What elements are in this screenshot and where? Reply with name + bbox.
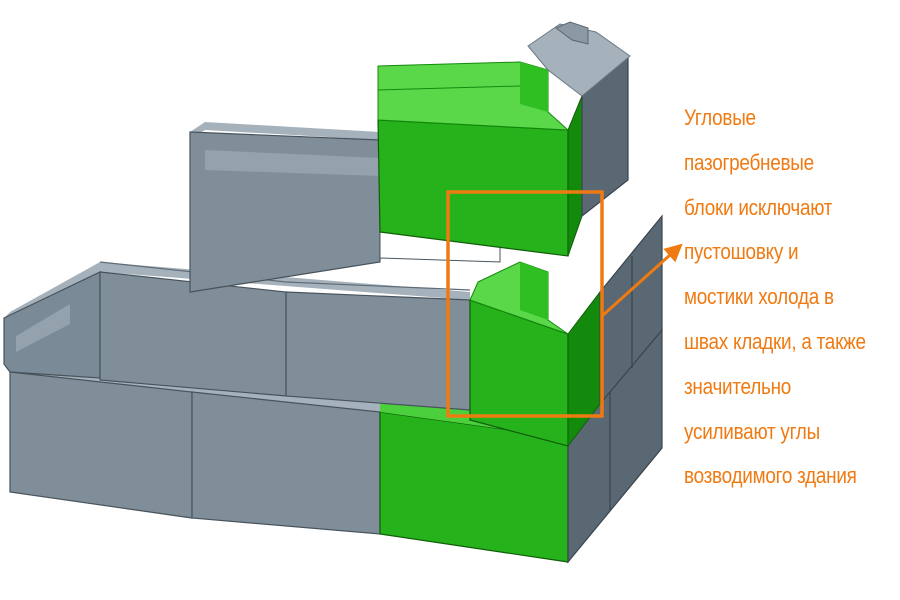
caption-line-5: мостики холода в — [684, 284, 834, 310]
caption-line-7: значительно — [684, 373, 792, 399]
gray-block-bottom-middle-face — [191, 391, 381, 535]
gray-block-middle-center-face — [285, 291, 471, 411]
green-block-top-tongue-face — [520, 62, 548, 112]
caption-line-1: Угловые — [684, 105, 756, 130]
top-course — [189, 21, 631, 293]
gray-block-top-right-cap — [527, 23, 631, 97]
bottom-course — [9, 328, 663, 564]
caption-line-4: пустошовку и — [684, 239, 799, 265]
green-block-middle-front-face — [469, 299, 569, 447]
highlight-frame — [446, 190, 604, 418]
gray-block-bottom-left-face — [9, 371, 193, 519]
caption-text: Угловые пазогребневые блоки исключают пу… — [684, 96, 866, 499]
gray-block-middle-end-groove — [16, 304, 70, 352]
green-block-top-right-side — [567, 95, 583, 257]
caption-line-3: блоки исключают — [684, 194, 833, 220]
green-block-middle-tongue-face — [520, 262, 548, 320]
caption-line-9: возводимого здания — [684, 463, 857, 489]
gray-block-top-top — [190, 122, 380, 140]
arrow-icon — [600, 243, 683, 318]
caption-line-8: усиливают углы — [684, 418, 820, 444]
gray-block-top-right-tongue — [555, 21, 589, 45]
caption-line-2: пазогребневые — [684, 149, 814, 175]
gray-block-top-groove — [205, 150, 380, 176]
green-block-top-front-face — [377, 119, 569, 257]
caption-line-6: швах кладки, а также — [684, 328, 866, 354]
gray-block-middle-right-side — [599, 214, 663, 406]
